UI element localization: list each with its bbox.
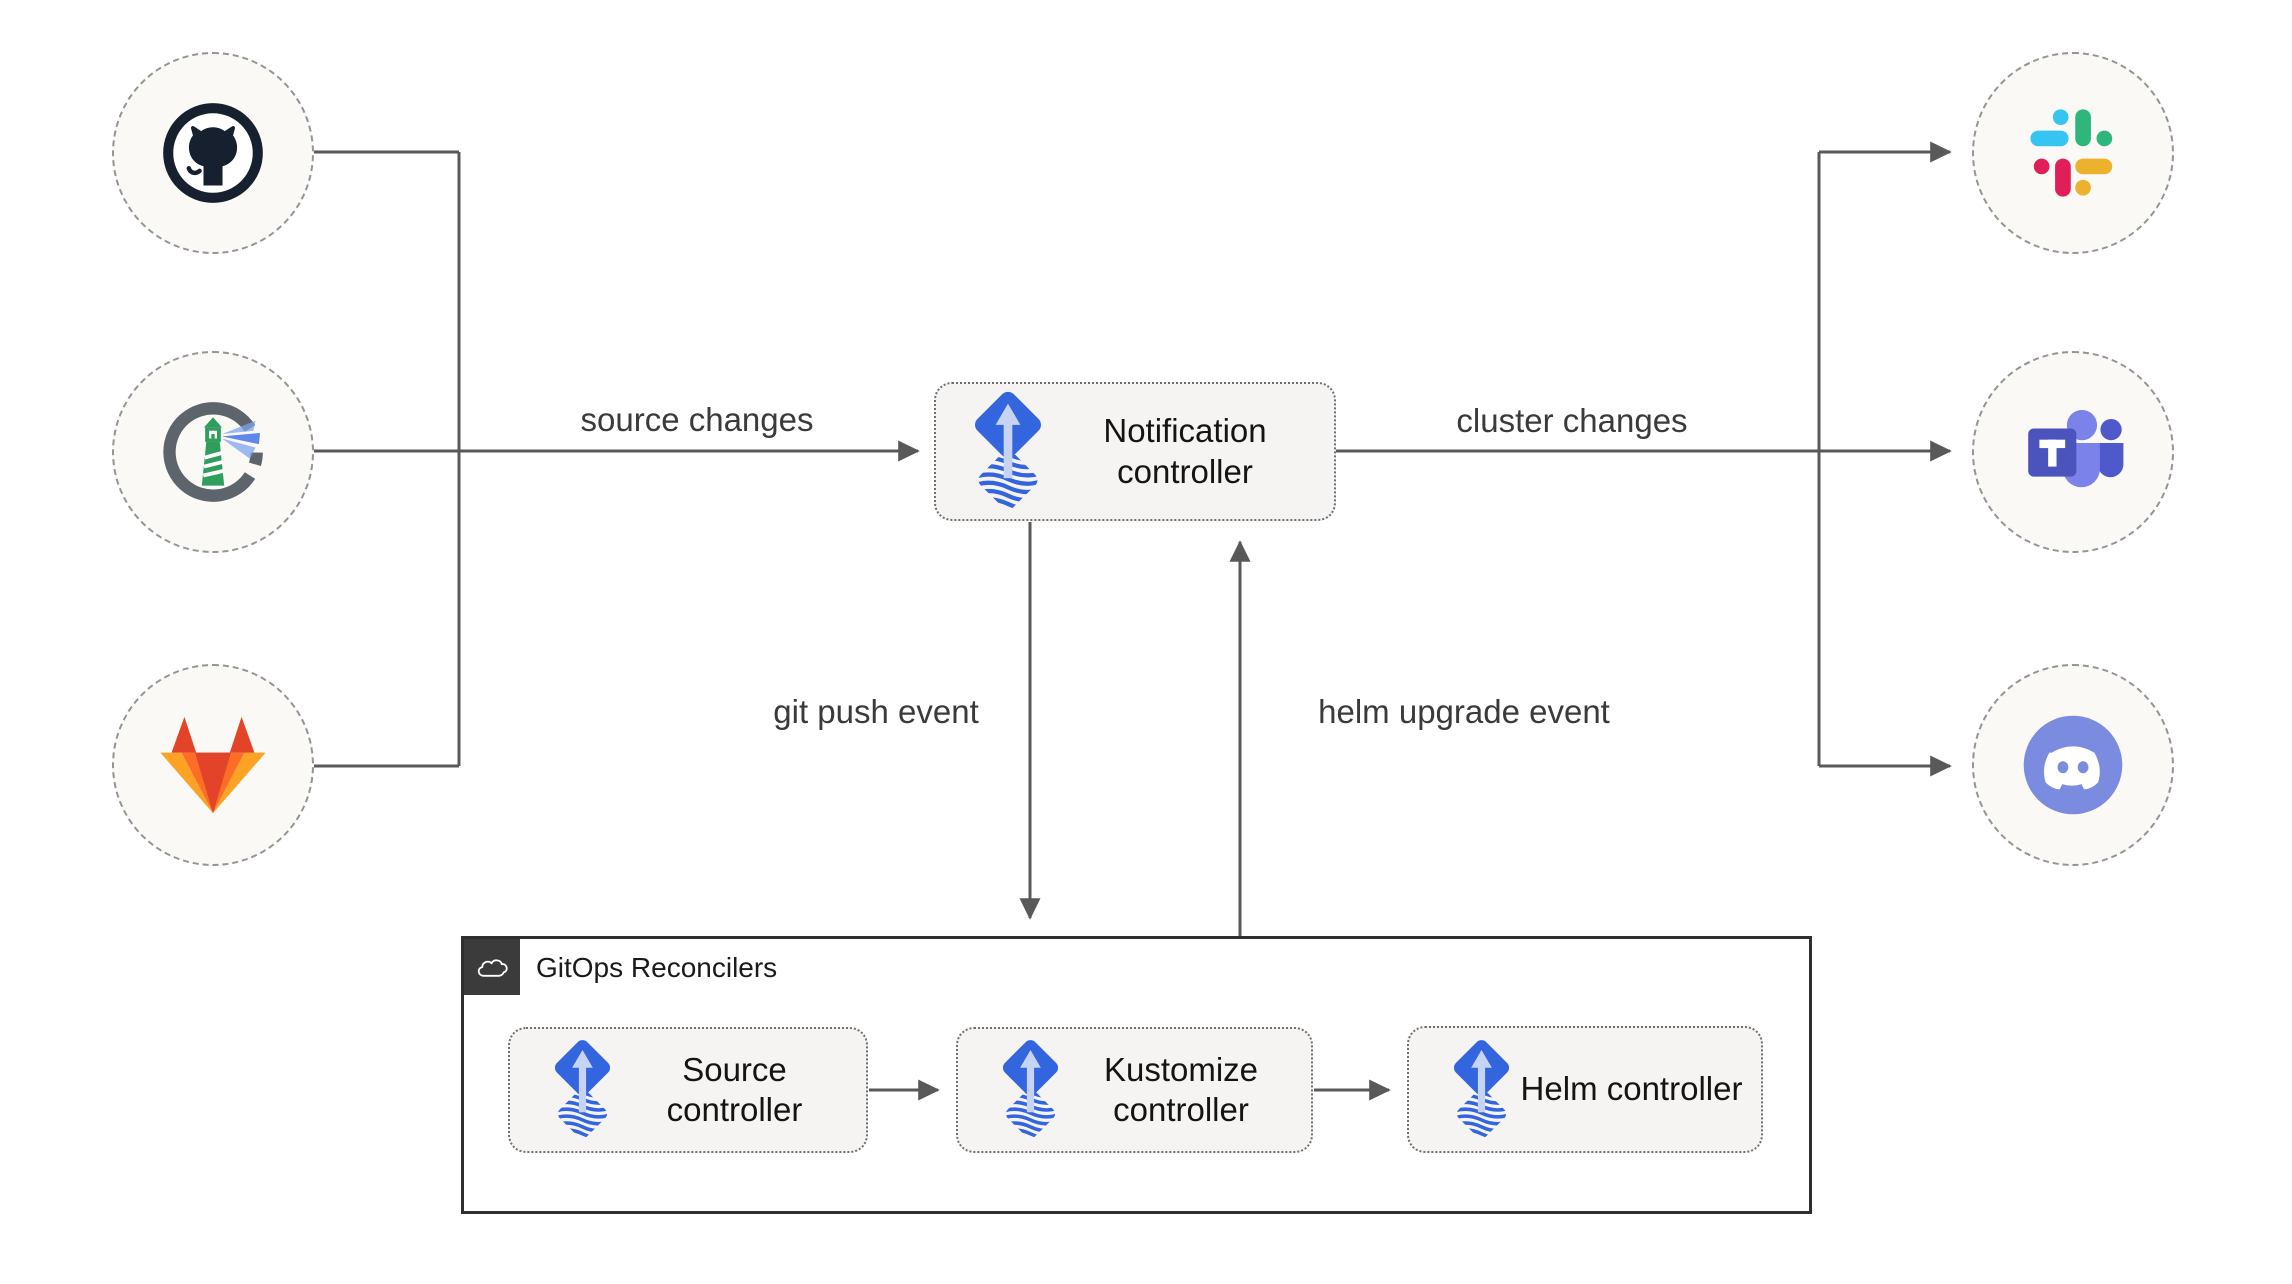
flux-icon <box>544 1037 621 1143</box>
gitlab-node <box>112 664 314 866</box>
source-changes-label: source changes <box>576 401 818 439</box>
discord-icon <box>2017 709 2129 821</box>
source-controller-label: Source controller <box>666 1050 803 1128</box>
helm-controller-node: Helm controller <box>1407 1026 1763 1153</box>
microsoft-teams-icon <box>2017 396 2129 508</box>
slack-icon <box>2017 97 2129 209</box>
flux-icon <box>1443 1037 1520 1143</box>
github-icon <box>157 97 269 209</box>
discord-node <box>1972 664 2174 866</box>
helm-controller-label: Helm controller <box>1520 1070 1743 1108</box>
flux-icon <box>992 1037 1069 1143</box>
kustomize-controller-label: Kustomize controller <box>1103 1050 1259 1128</box>
kustomize-controller-node: Kustomize controller <box>956 1027 1313 1153</box>
notification-controller-label: Notification controller <box>1103 412 1267 490</box>
gitops-reconcilers-container: GitOps Reconcilers <box>461 936 1812 1214</box>
slack-node <box>1972 52 2174 254</box>
notification-controller-node: Notification controller <box>934 382 1336 521</box>
flux-icon <box>962 388 1054 515</box>
cluster-changes-label: cluster changes <box>1452 402 1692 440</box>
harbor-icon <box>157 396 269 508</box>
harbor-node <box>112 351 314 553</box>
gitops-reconcilers-title: GitOps Reconcilers <box>536 952 778 983</box>
cloud-badge <box>464 939 520 995</box>
source-controller-node: Source controller <box>508 1027 868 1153</box>
git-push-event-label: git push event <box>769 693 983 731</box>
cloud-icon <box>473 954 511 981</box>
microsoft-teams-node <box>1972 351 2174 553</box>
helm-upgrade-event-label: helm upgrade event <box>1314 693 1614 731</box>
github-node <box>112 52 314 254</box>
gitlab-icon <box>157 709 269 821</box>
